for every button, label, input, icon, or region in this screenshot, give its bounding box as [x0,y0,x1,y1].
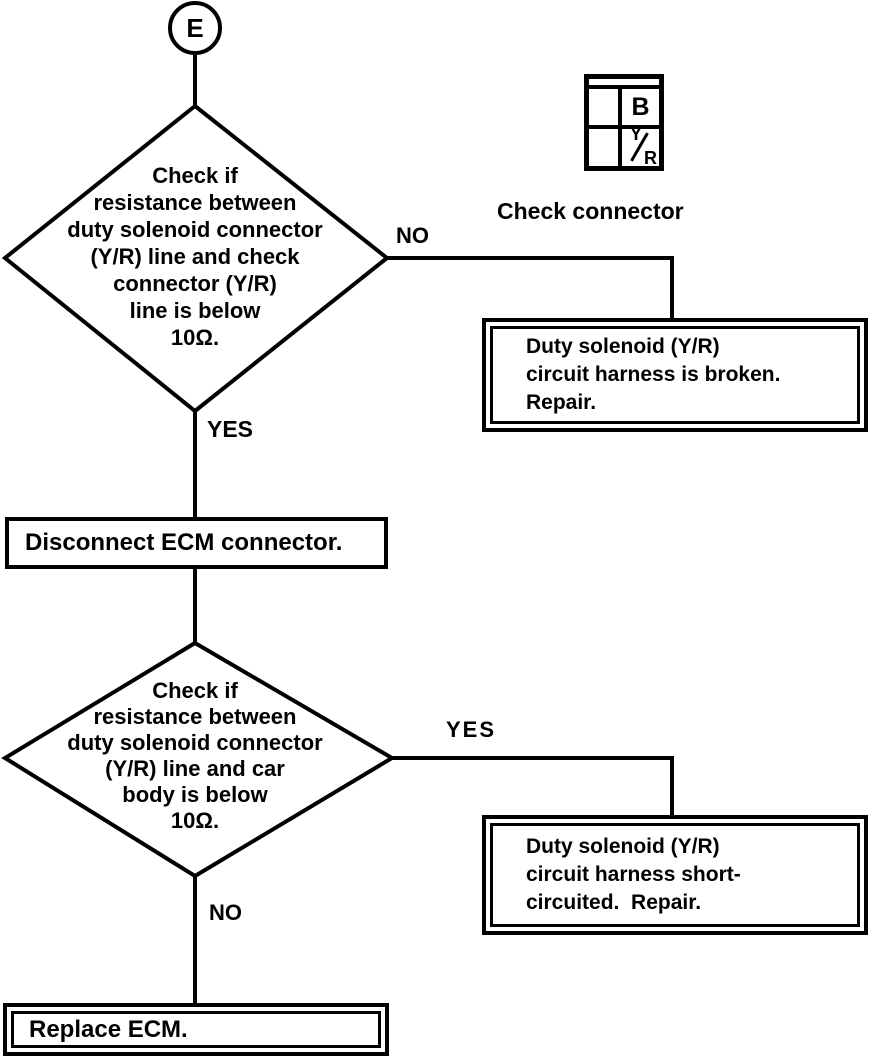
pin-y-label: Y [630,124,643,144]
pin-cell-b: B [622,89,659,125]
result1-text: Duty solenoid (Y/R) circuit harness is b… [526,335,781,414]
decision2-no-label: NO [209,900,242,925]
line-no1-to-result1 [387,256,674,318]
result1-box-inner: Duty solenoid (Y/R) circuit harness is b… [490,326,860,424]
action1-text: Disconnect ECM connector. [25,529,343,556]
result1-box: Duty solenoid (Y/R) circuit harness is b… [482,318,868,432]
result2-text: Duty solenoid (Y/R) circuit harness shor… [526,835,741,914]
decision1-yes-label: YES [207,416,254,442]
result3-text: Replace ECM. [29,1015,188,1043]
pin-cell-yr: Y R [622,124,659,168]
pin-r-label: R [644,148,657,168]
decision2-text: Check if resistance between duty solenoi… [67,678,323,833]
decision1-no-label: NO [396,223,429,248]
pin-b-label: B [631,92,650,121]
connector-pin-grid: B Y R [589,89,659,168]
entry-connector-circle: E [168,1,222,55]
decision2-yes-label: YES [446,717,497,742]
check-connector-caption: Check connector [497,198,684,224]
result2-box-inner: Duty solenoid (Y/R) circuit harness shor… [490,823,860,927]
action1-box: Disconnect ECM connector. [5,517,388,569]
decision1-text: Check if resistance between duty solenoi… [67,163,323,350]
result3-box: Replace ECM. [3,1003,389,1056]
line-yes2-to-result2 [392,756,674,817]
connector-pin-diagram: B Y R [584,74,664,171]
result3-box-inner: Replace ECM. [11,1011,381,1048]
result2-box: Duty solenoid (Y/R) circuit harness shor… [482,815,868,935]
entry-connector-label: E [186,12,204,43]
connector-top-band [589,79,659,89]
connector-horizontal-divider [589,125,659,129]
